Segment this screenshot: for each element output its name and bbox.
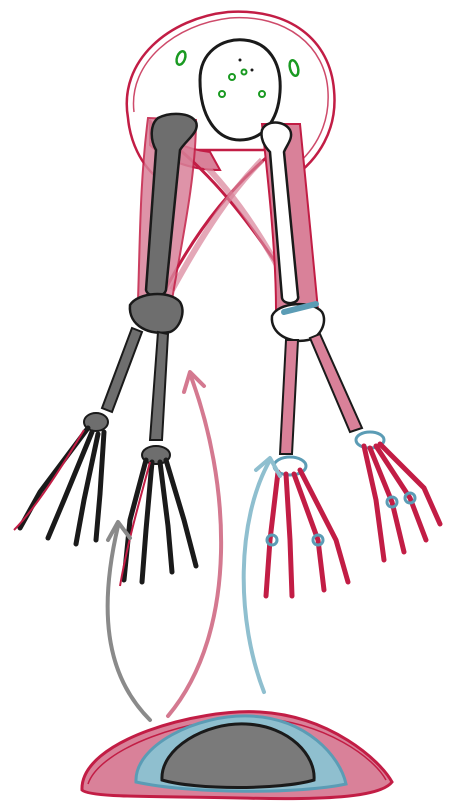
eye-spot: [239, 59, 242, 62]
right-finger: [380, 444, 440, 524]
right-finger: [376, 446, 426, 540]
left-radius: [102, 328, 142, 412]
right-finger: [300, 470, 348, 582]
left-elbow: [130, 294, 183, 333]
right-ulna: [310, 334, 362, 432]
growth-arrows: [108, 372, 280, 720]
right-muscled-arm: [261, 123, 440, 597]
left-skeletal-arm: [14, 114, 197, 586]
right-radius: [280, 340, 298, 454]
left-ulna: [150, 332, 168, 440]
left-finger: [142, 462, 152, 582]
eye-spot: [251, 69, 254, 72]
base-pod: [82, 712, 392, 799]
pink-arrow: [168, 374, 221, 716]
right-finger: [286, 474, 292, 596]
